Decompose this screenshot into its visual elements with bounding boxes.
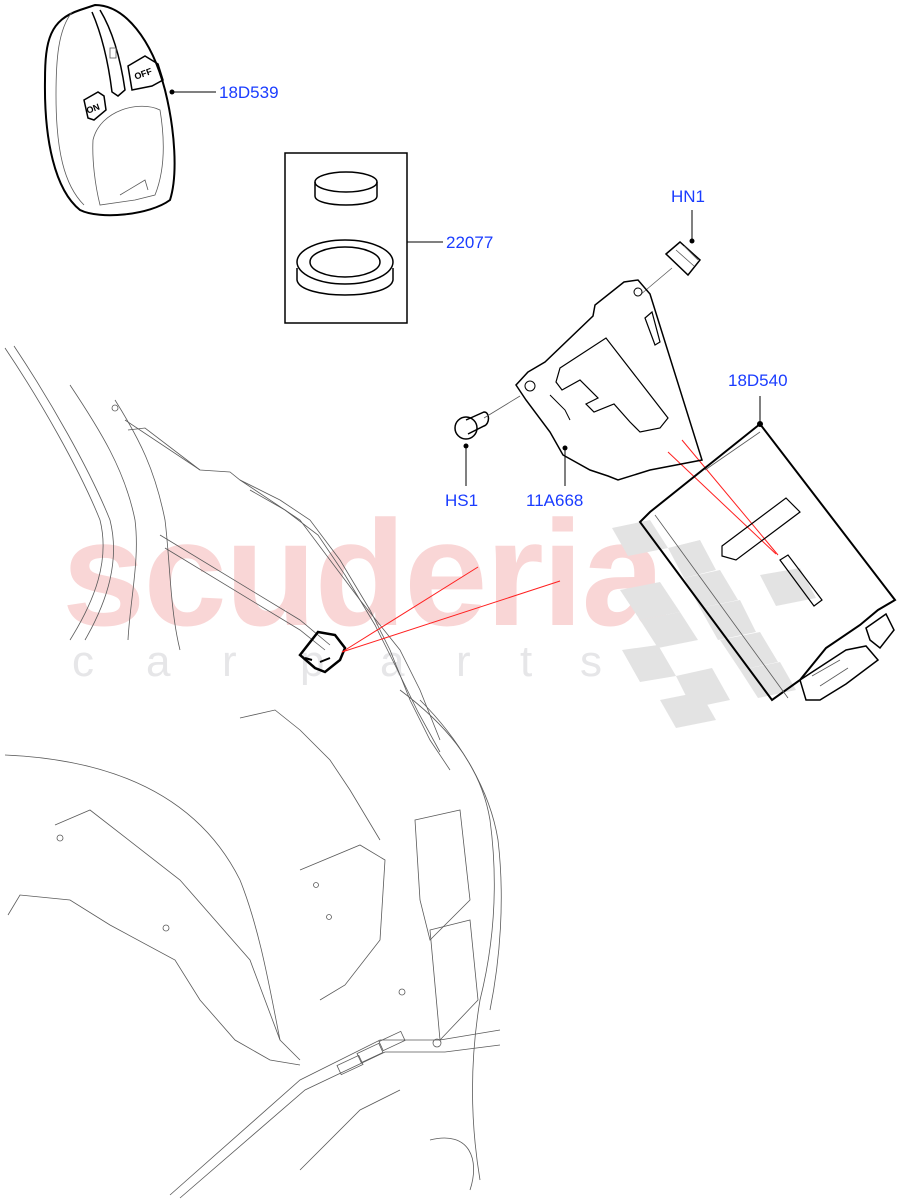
callout-18D539[interactable]: 18D539 (219, 83, 279, 102)
part-18D540-module[interactable] (638, 422, 897, 702)
reference-lines (341, 439, 779, 653)
remote-on-button-label: ON (85, 102, 101, 116)
callout-18D540[interactable]: 18D540 (728, 371, 788, 390)
callout-22077[interactable]: 22077 (446, 233, 494, 252)
vehicle-body-drawing (4, 345, 502, 1199)
leader-dot-18D540 (757, 421, 763, 427)
part-18D539-remote[interactable]: ON OFF (43, 3, 176, 217)
assembly-line-HN1 (639, 267, 673, 296)
part-11A668-bracket[interactable] (515, 279, 703, 481)
leader-dot-11A668 (562, 445, 568, 451)
callout-11A668[interactable]: 11A668 (526, 491, 584, 510)
callout-HS1[interactable]: HS1 (445, 491, 479, 510)
leader-dot-18D539 (169, 89, 175, 95)
part-HN1-clip-nut[interactable] (664, 241, 702, 277)
assembly-line-HS1 (483, 395, 521, 419)
callout-HN1[interactable]: HN1 (671, 187, 706, 206)
leader-dot-HS1 (463, 443, 469, 449)
remote-off-button-label: OFF (133, 66, 154, 82)
part-22077-cap-grommet[interactable] (284, 152, 408, 324)
part-HS1-screw[interactable] (454, 411, 490, 440)
checkered-flag-watermark (612, 520, 816, 728)
leader-dot-HN1 (689, 238, 695, 244)
installed-module-location (298, 630, 347, 674)
